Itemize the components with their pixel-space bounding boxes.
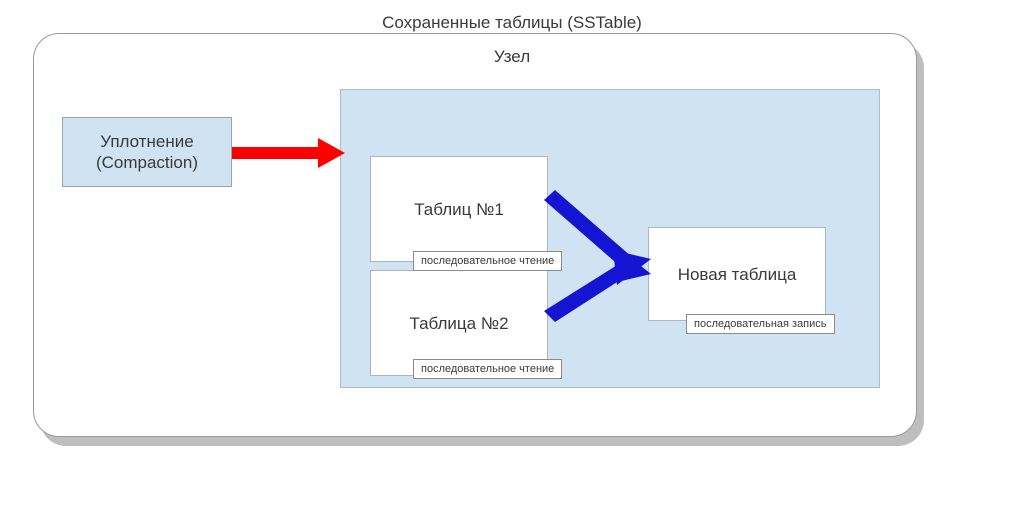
table-1-label: Таблиц №1: [414, 199, 504, 219]
node-title: Узел: [493, 47, 531, 66]
sstable-panel-title: Сохраненные таблицы (SSTable): [382, 13, 642, 32]
compaction-box-label: Уплотнение (Compaction): [95, 132, 199, 172]
chip-sequential-read-table-1: последовательное чтение: [413, 251, 563, 271]
table-2-box[interactable]: Таблица №2: [370, 270, 548, 376]
chip-sequential-write-new-table: последовательная запись: [686, 314, 835, 334]
chip-sequential-read-table-2: последовательное чтение: [413, 359, 563, 379]
compaction-box[interactable]: Уплотнение (Compaction): [62, 117, 232, 187]
table-2-label: Таблица №2: [409, 313, 509, 333]
new-table-label: Новая таблица: [677, 264, 797, 284]
new-table-box[interactable]: Новая таблица: [648, 227, 826, 321]
table-1-box[interactable]: Таблиц №1: [370, 156, 548, 262]
